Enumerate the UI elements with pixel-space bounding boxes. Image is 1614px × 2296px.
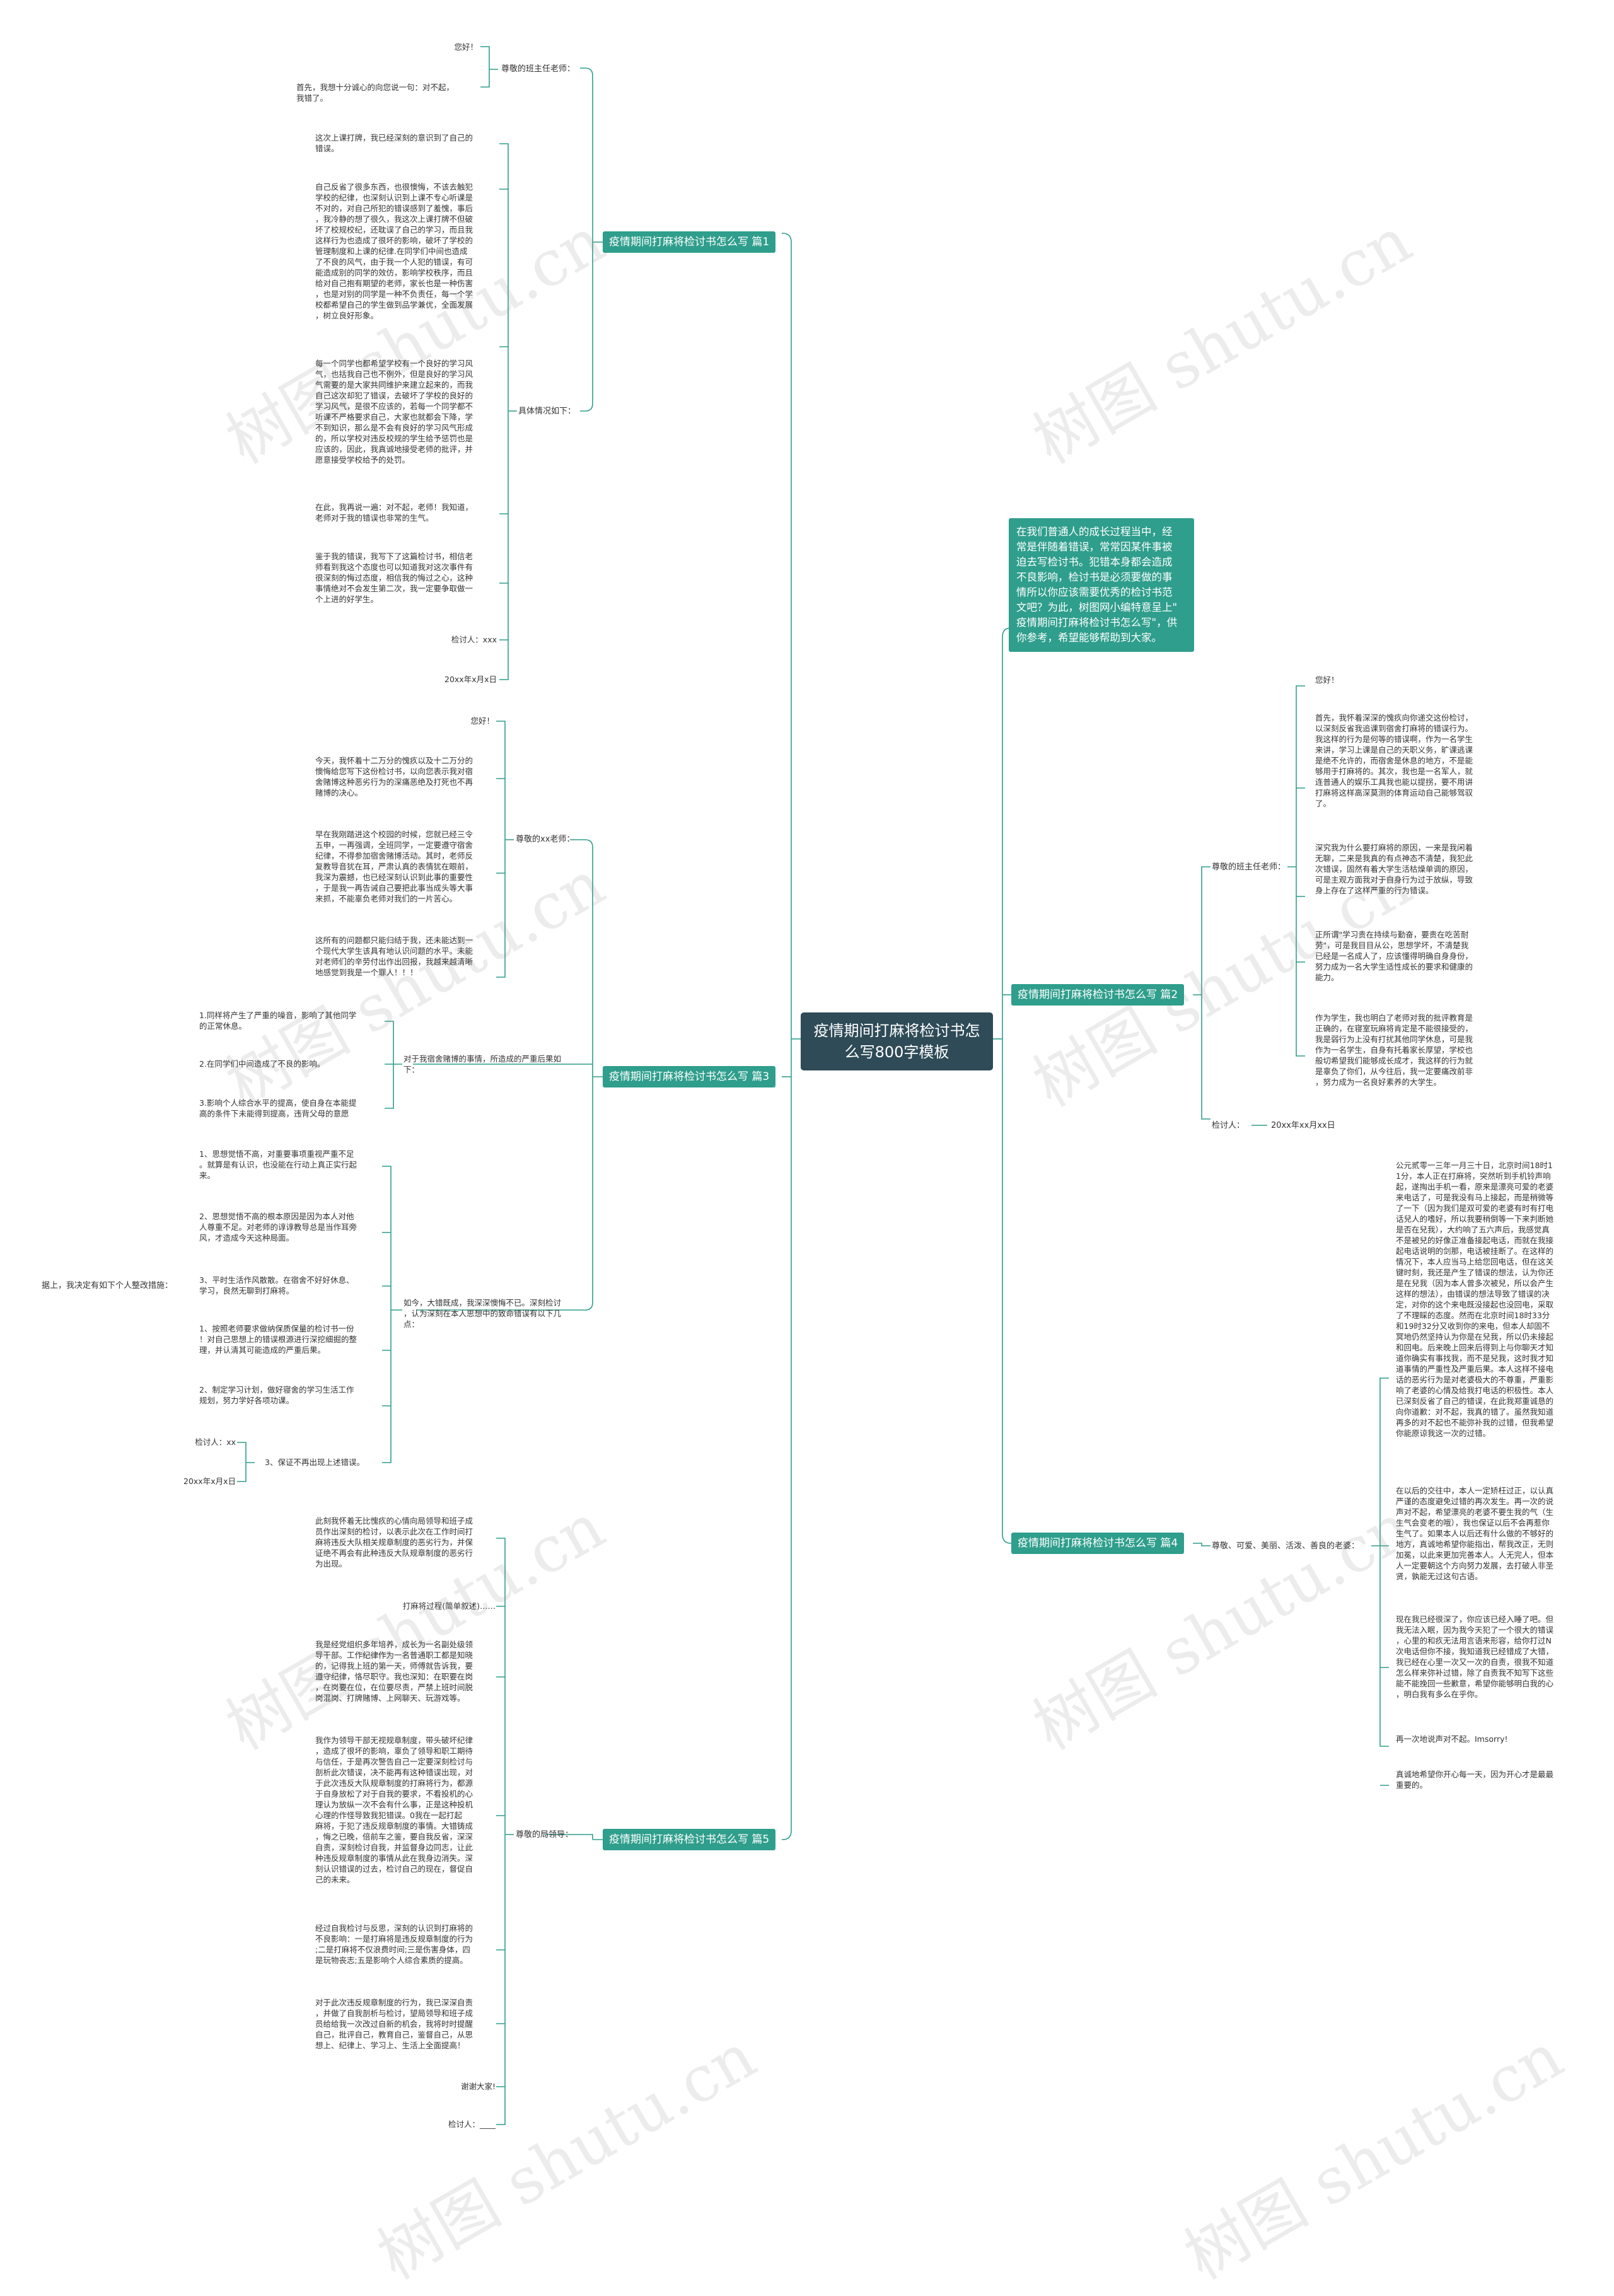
b3-s3: 早在我刚踏进这个校园的时候，您就已经三令 五申，一再强调，全班同学，一定要遵守宿…	[315, 830, 473, 903]
b2-date: 20xx年xx月xx日	[1271, 1121, 1335, 1130]
b2-salutation[interactable]: 尊敬的班主任老师：	[1212, 862, 1286, 872]
b3-sign: 检讨人：xx	[195, 1437, 236, 1447]
root-node[interactable]: 疫情期间打麻将检讨书怎么写800字模板	[801, 1012, 993, 1070]
b3-s1: 您好！	[470, 716, 494, 726]
b1-d5: 鉴于我的错误，我写下了这篇检讨书，相信老 师看到我这个态度也可以知道我对这次事件…	[315, 552, 473, 604]
b4-salutation[interactable]: 尊敬、可爱、美丽、活泼、善良的老婆：	[1212, 1541, 1360, 1551]
b1-date: 20xx年x月x日	[444, 675, 497, 684]
b4-s2: 在以后的交往中，本人一定矫枉过正，以认真 严谨的态度避免过错的再次发生。再一次的…	[1396, 1486, 1554, 1581]
bracket-b3-plan	[382, 1166, 402, 1463]
b5-salutation[interactable]: 尊敬的局领导：	[516, 1830, 574, 1840]
b3-p4: 1、按照老师要求做纳保质保量的检讨书一份 ！对自己思想上的错误根源进行深挖细掘的…	[199, 1324, 357, 1355]
b3-effect[interactable]: 对于我宿舍赌博的事情，所造成的严重后果如 下：	[404, 1054, 562, 1074]
branch-b3[interactable]: 疫情期间打麻将检讨书怎么写 篇3	[603, 1066, 776, 1087]
bracket-b1-detail	[499, 143, 517, 680]
spine-left	[782, 233, 792, 1840]
b3-salutation[interactable]: 尊敬的xx老师：	[516, 835, 575, 844]
b5-s6: 对于此次违反规章制度的行为，我已深深自责 ，并做了自我剖析与检讨，望局领导和班子…	[315, 1998, 473, 2050]
branch-b5[interactable]: 疫情期间打麻将检讨书怎么写 篇5	[603, 1829, 776, 1850]
b4-s5: 真诚地希望你开心每一天，因为开心才是最最 重要的。	[1396, 1770, 1554, 1790]
b3-e2: 2.在同学们中间造成了不良的影响。	[199, 1059, 325, 1069]
b5-s1: 此刻我怀着无比愧疚的心情向局领导和班子成 员作出深刻的检讨，以表示此次在工作时间…	[315, 1516, 473, 1568]
branch-b4[interactable]: 疫情期间打麻将检讨书怎么写 篇4	[1011, 1533, 1185, 1554]
b3-plan[interactable]: 如今，大错既成，我深深懊悔不已。深刻检讨 ，认为深刻在本人思想中的致命错误有以下…	[404, 1298, 562, 1329]
bracket-b3	[413, 839, 603, 1311]
b4-s4: 再一次地说声对不起。Imsorry!	[1396, 1734, 1508, 1744]
bracket-b1	[580, 67, 603, 412]
bracket-b1-salutation	[480, 46, 498, 88]
bracket-b3-salutation	[496, 721, 514, 978]
connector-lines	[237, 46, 1389, 2125]
b5-sign: 检讨人：____	[448, 2119, 496, 2129]
b3-p3: 3、平时生活作风散散。在宿舍不好好休息、 学习，良然无聊到打麻将。	[199, 1275, 354, 1296]
bracket-b4	[1193, 1543, 1210, 1546]
b3-p6: 3、保证不再出现上述错误。	[265, 1458, 364, 1467]
branch-b2[interactable]: 疫情期间打麻将检讨书怎么写 篇2	[1011, 984, 1185, 1006]
b3-s2: 今天，我怀着十二万分的愧疚以及十二万分的 懊悔给您写下这份检讨书，以向您表示我对…	[315, 756, 473, 797]
b5-s2: 打麻将过程(简单叙述)……	[402, 1601, 496, 1611]
bracket-b2	[1193, 866, 1210, 1120]
b1-s1: 您好！	[454, 42, 478, 52]
b1-d1: 这次上课打牌，我已经深刻的意识到了自己的 错误。	[315, 133, 473, 153]
b5-s4: 我作为领导干部无视规章制度，带头破坏纪律 ，造成了很坏的影响，辜负了领导和职工期…	[315, 1736, 473, 1884]
bracket-b5-salutation	[496, 1538, 514, 2125]
spine-right	[1002, 627, 1012, 1544]
b1-s2: 首先，我想十分诚心的向您说一句：对不起， 我错了。	[296, 83, 455, 103]
b1-detail[interactable]: 具体情况如下：	[518, 407, 576, 416]
branch-b1[interactable]: 疫情期间打麻将检讨书怎么写 篇1	[603, 231, 776, 253]
b3-e1: 1.同样将产生了严重的噪音，影响了其他同学 的正常休息。	[199, 1011, 357, 1031]
b2-s4: 正所谓"学习贵在持续与勤奋，要贵在吃苦耐 劳"，可是我目目从公，思想学坏，不清楚…	[1315, 930, 1473, 982]
bracket-b2-salutation	[1287, 685, 1305, 1057]
b1-d2: 自己反省了很多东西，也很懊悔，不该去触犯 学校的纪律，也深刻认识到上课不专心听课…	[315, 182, 473, 320]
b3-p3-side: 据上，我决定有如下个人整改措施：	[42, 1281, 173, 1290]
b5-s5: 经过自我检讨与反思，深刻的认识到打麻将的 不良影响：一是打麻将是违反规章制度的行…	[315, 1923, 473, 1965]
bracket-b5	[546, 1834, 603, 1840]
b2-s3: 深究我为什么要打麻将的原因，一来是我闲着 无聊，二来是我真的有点神态不清楚，我犯…	[1315, 843, 1473, 895]
b4-s3: 现在我已经很深了，你应该已经入睡了吧。但 我无法入眠，因为我今天犯了一个很大的错…	[1396, 1615, 1554, 1699]
b1-d3: 每一个同学也都希望学校有一个良好的学习风 气，也括我自己也不例外，但是良好的学习…	[315, 359, 473, 465]
b1-sign: 检讨人：xxx	[451, 635, 497, 644]
b3-e3: 3.影响个人综合水平的提高，使自身在本能提 高的条件下未能得到提高，违背父母的意…	[199, 1098, 357, 1118]
b1-d4: 在此，我再说一遍：对不起，老师！我知道， 老师对于我的错误也非常的生气。	[315, 502, 473, 523]
b3-s4: 这所有的问题都只能归结于我，还未能达到一 个现代大学生该具有地认识问题的水平。未…	[315, 936, 473, 977]
b5-s7: 谢谢大家!	[460, 2082, 496, 2091]
bracket-b4-salutation	[1371, 1377, 1389, 1786]
bracket-b3-effect	[385, 1021, 402, 1109]
b2-s1: 您好！	[1315, 675, 1339, 685]
b3-p2: 2、思想觉悟不高的根本原因是因为本人对他 人尊重不足。对老师的谆谆教导总是当作耳…	[199, 1212, 357, 1243]
b4-s1: 公元贰零一三年一月三十日，北京时间18时1 1分，本人正在打麻将，突然听到手机铃…	[1396, 1161, 1554, 1438]
b1-salutation[interactable]: 尊敬的班主任老师：	[501, 64, 576, 74]
b2-s5: 作为学生，我也明白了老师对我的批评教育是 正确的，在寝室玩麻将肯定是不能很接受的…	[1315, 1013, 1473, 1087]
b5-s3: 我是经党组织多年培养，成长为一名副处级领 导干部。工作纪律作为一名普通职工都是知…	[315, 1640, 473, 1703]
b3-p1: 1、思想觉悟不高，对重要事项重视严重不足 。就算是有认识，也没能在行动上真正实行…	[199, 1149, 357, 1180]
bracket-b3-sign	[237, 1442, 255, 1482]
b2-sign: 检讨人：	[1212, 1121, 1245, 1130]
intro-node[interactable]: 在我们普通人的成长过程当中，经 常是伴随着错误，常常因某件事被 迫去写检讨书。犯…	[1009, 518, 1194, 652]
b3-date: 20xx年x月x日	[183, 1476, 236, 1486]
b2-s2: 首先，我怀着深深的愧疚向你递交这份检讨， 以深刻反省我追课到宿舍打麻将的错误行为…	[1315, 713, 1473, 808]
b3-p5: 2、制定学习计划，做好寝舍的学习生活工作 规划，努力学好各项功课。	[199, 1385, 354, 1405]
